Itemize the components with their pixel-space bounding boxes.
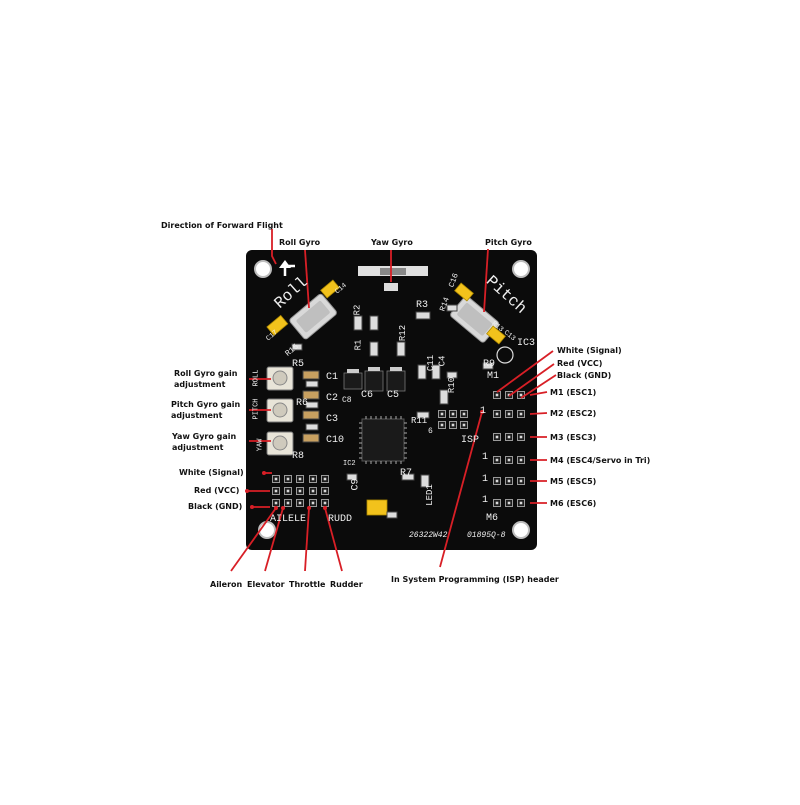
- leader-elevator: [264, 507, 284, 572]
- label-pitch-gain-line1: Pitch Gyro gain: [171, 400, 241, 409]
- leader-direction: [271, 229, 277, 265]
- label-roll-gain-line1: Roll Gyro gain: [174, 369, 238, 378]
- leader-right-white: [496, 350, 554, 393]
- ic3-outline: [496, 346, 514, 364]
- label-yaw-gain-line1: Yaw Gyro gain: [172, 432, 237, 441]
- silk-r3: R3: [416, 300, 429, 311]
- leader-m1: [529, 391, 548, 396]
- silk-r12: R12: [398, 324, 409, 342]
- trim-pots: [266, 366, 294, 456]
- label-elevator: Elevator: [247, 580, 285, 589]
- label-throttle: Throttle: [289, 580, 326, 589]
- silk-c10: C10: [326, 435, 345, 446]
- label-roll-gain-line2: adjustment: [174, 380, 226, 389]
- silk-esc-1c: 1: [482, 495, 489, 506]
- label-yaw-gain-line2: adjustment: [172, 443, 224, 452]
- leader-lines: [230, 229, 557, 572]
- mcu-chip: [361, 418, 405, 462]
- label-roll-gyro: Roll Gyro: [279, 238, 321, 247]
- silk-c9: C9: [350, 478, 362, 491]
- receiver-header-pins: [272, 475, 329, 507]
- leader-roll-gyro: [304, 249, 310, 309]
- tantalum-capacitors: [266, 279, 506, 516]
- silk-isp: ISP: [461, 435, 480, 446]
- label-right-black-gnd: Black (GND): [557, 371, 612, 380]
- silk-ic3: IC3: [517, 338, 536, 349]
- mount-hole-bottom-right: [512, 521, 530, 539]
- silk-c2: C2: [326, 393, 339, 404]
- label-isp-header: In System Programming (ISP) header: [391, 575, 559, 584]
- silk-ailele: AILELE: [270, 514, 307, 525]
- label-aileron: Aileron: [210, 580, 243, 589]
- silk-r7: R7: [400, 468, 413, 479]
- label-left-white-signal: White (Signal): [179, 468, 244, 477]
- silk-c4: C4: [437, 355, 448, 367]
- label-m3-esc3: M3 (ESC3): [550, 433, 597, 442]
- silk-c1: C1: [326, 372, 339, 383]
- label-m2-esc2: M2 (ESC2): [550, 409, 597, 418]
- leader-right-red: [508, 363, 555, 397]
- silk-r10: R10: [447, 376, 458, 394]
- silk-r1: R1: [353, 339, 364, 351]
- leader-isp: [439, 411, 483, 568]
- leader-aileron: [230, 507, 277, 572]
- silk-r9: R9: [483, 359, 496, 370]
- leader-throttle: [304, 507, 310, 572]
- silk-c3: C3: [326, 414, 339, 425]
- label-m1-esc1: M1 (ESC1): [550, 388, 597, 397]
- label-pitch-gain-line2: adjustment: [171, 411, 223, 420]
- regulator-tabs: [347, 367, 402, 373]
- silk-esc-1b: 1: [482, 474, 489, 485]
- label-m5-esc5: M5 (ESC5): [550, 477, 597, 486]
- silk-rudd: RUDD: [328, 514, 353, 525]
- pitch-gyro-chip: [450, 295, 500, 343]
- leader-rudder: [324, 507, 343, 572]
- label-left-black-gnd: Black (GND): [188, 502, 243, 511]
- label-pitch-gyro: Pitch Gyro: [485, 238, 532, 247]
- label-direction-of-forward-flight: Direction of Forward Flight: [161, 221, 283, 230]
- silk-isp-6: 6: [428, 427, 433, 436]
- silk-pot-pitch: PITCH: [252, 398, 261, 420]
- silk-isp-1: 1: [480, 406, 487, 417]
- silk-r5: R5: [292, 359, 305, 370]
- label-rudder: Rudder: [330, 580, 363, 589]
- silk-r6: R6: [296, 398, 309, 409]
- silk-board-id2: 01895Q-8: [467, 531, 506, 540]
- leader-pitch-gyro: [483, 248, 489, 313]
- silk-r11: R11: [411, 416, 428, 426]
- label-m6-esc6: M6 (ESC6): [550, 499, 597, 508]
- silk-m6: M6: [486, 513, 499, 524]
- leader-right-black: [520, 374, 557, 399]
- label-m4-esc4: M4 (ESC4/Servo in Tri): [550, 456, 651, 465]
- silk-led1: LED1: [424, 484, 435, 506]
- label-right-white-signal: White (Signal): [557, 346, 622, 355]
- isp-header-pins: [438, 410, 468, 429]
- leader-dots: [245, 410, 484, 510]
- label-yaw-gyro: Yaw Gyro: [371, 238, 413, 247]
- silk-ic2: IC2: [343, 460, 356, 468]
- silk-c8: C8: [342, 396, 352, 405]
- silk-pot-roll: ROLL: [252, 369, 261, 387]
- silk-m1: M1: [487, 371, 500, 382]
- roll-gyro-chip: [289, 293, 337, 340]
- label-right-red-vcc: Red (VCC): [557, 359, 603, 368]
- silk-r2: R2: [352, 304, 363, 316]
- mcu-pins: [359, 416, 407, 464]
- silk-c5: C5: [387, 390, 400, 401]
- mount-hole-top-left: [254, 260, 272, 278]
- leader-m2: [529, 412, 548, 415]
- silk-c11: C11: [426, 354, 437, 372]
- regulator-chips: [343, 370, 406, 392]
- silk-esc-1a: 1: [482, 452, 489, 463]
- label-left-red-vcc: Red (VCC): [194, 486, 240, 495]
- mount-hole-top-right: [512, 260, 530, 278]
- silk-pot-yaw: YAW: [256, 438, 265, 452]
- smd-components: [291, 304, 494, 519]
- silk-r8: R8: [292, 451, 305, 462]
- silk-c6: C6: [361, 390, 374, 401]
- silk-board-id: 26322W42: [409, 531, 448, 540]
